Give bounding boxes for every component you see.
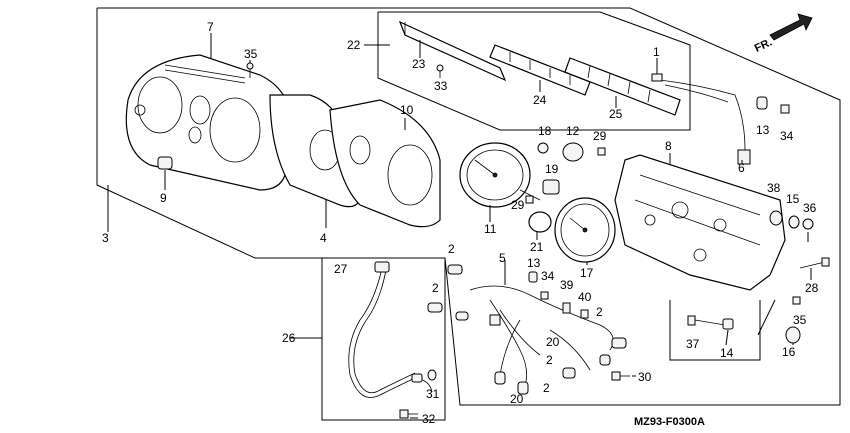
trip-knob-part: [562, 142, 584, 162]
gauge-part-21: [528, 211, 552, 233]
screw-part-34-top: [780, 104, 790, 114]
callout-23: 23: [412, 57, 426, 71]
callout-7: 7: [207, 20, 214, 34]
callout-3: 3: [102, 231, 109, 245]
callout-16: 16: [782, 345, 796, 359]
screw-part-33: [436, 64, 444, 78]
screw-part-top: [246, 62, 254, 78]
callout-2-right: 2: [596, 305, 603, 319]
callout-11: 11: [484, 222, 497, 236]
callout-4: 4: [320, 231, 327, 245]
callout-34-top: 34: [780, 129, 794, 143]
lamp-part-19: [542, 179, 560, 195]
callout-2-mid: 2: [546, 353, 553, 367]
indicator-board-25: [564, 57, 681, 116]
leader-lines: [107, 33, 812, 419]
assembly-outline-bracket-group: [669, 300, 761, 361]
callout-20-top: 20: [546, 335, 560, 349]
grommet-part-16: [785, 326, 801, 344]
diagram-reference-code: MZ93-F0300A: [634, 416, 705, 428]
callout-27: 27: [334, 262, 348, 276]
bulb-part-13-lower: [528, 271, 538, 283]
bolt-part-37: [687, 315, 726, 326]
front-direction-label: FR.: [753, 36, 774, 54]
nut-part-36: [802, 218, 814, 230]
callout-labels: 7 35 22 23 33 24 25 1 6 13 34 10 9 4 3 1…: [102, 20, 819, 426]
callout-1: 1: [653, 45, 660, 59]
cushion-part-38: [769, 210, 783, 226]
callout-2-bottom: 2: [543, 381, 550, 395]
callout-21: 21: [530, 240, 544, 254]
meter-case-rear-part: [614, 154, 786, 291]
callout-22: 22: [347, 38, 361, 52]
callout-29-top: 29: [593, 129, 607, 143]
callout-37: 37: [686, 337, 700, 351]
screw-part-32: [399, 409, 418, 419]
main-harness-part: [427, 264, 627, 395]
callout-18: 18: [538, 124, 552, 138]
bolt-part-28: [799, 257, 830, 269]
screw-part-34-lower: [540, 291, 549, 300]
callout-13-lower: 13: [527, 256, 541, 270]
indicator-board-23: [398, 20, 507, 82]
callout-19: 19: [545, 162, 559, 176]
ring-part-31: [427, 369, 437, 381]
callout-15: 15: [786, 192, 800, 206]
callout-35-top: 35: [244, 47, 258, 61]
speedometer-cable-part: [348, 261, 433, 398]
front-direction-arrow: FR.: [753, 13, 813, 55]
callout-29-bottom: 29: [511, 198, 525, 212]
callout-9: 9: [160, 191, 167, 205]
assembly-outline-main: [96, 7, 841, 406]
callout-8: 8: [665, 139, 672, 153]
callout-33: 33: [434, 79, 448, 93]
washer-part-15: [788, 215, 800, 229]
washer-part-18: [537, 142, 549, 154]
callout-34-lower: 34: [541, 269, 555, 283]
callout-17: 17: [580, 266, 594, 280]
speedometer-part: [459, 142, 541, 208]
callout-12: 12: [566, 124, 580, 138]
grommet-part: [157, 156, 173, 170]
callout-30: 30: [638, 370, 652, 384]
callout-24: 24: [533, 93, 547, 107]
callout-36: 36: [803, 201, 817, 215]
callout-10: 10: [400, 103, 414, 117]
tachometer-part: [554, 197, 616, 263]
assembly-outline-cable-group: [321, 258, 446, 421]
meter-case-part: [329, 99, 441, 228]
callout-2-top: 2: [448, 242, 455, 256]
callout-35-bottom: 35: [793, 313, 807, 327]
screw-part-30: [611, 371, 630, 381]
screw-part-35-bottom: [792, 296, 801, 305]
bulb-part-13-top: [756, 96, 768, 110]
callout-2-left: 2: [432, 281, 439, 295]
assembly-outline-bulb-group: [377, 11, 691, 131]
callout-26: 26: [282, 331, 296, 345]
callout-25: 25: [609, 107, 623, 121]
callout-40: 40: [578, 290, 592, 304]
clip-part-39: [562, 302, 571, 314]
callout-20-bottom: 20: [510, 392, 524, 406]
screw-part-40: [580, 309, 589, 319]
callout-38: 38: [767, 181, 781, 195]
callout-28: 28: [805, 281, 819, 295]
collar-part-14: [722, 318, 734, 330]
sub-harness-part: [651, 73, 751, 165]
meter-visor-part: [125, 54, 291, 191]
callout-39: 39: [560, 278, 574, 292]
screw-part-29-top: [597, 147, 606, 156]
callout-13-top: 13: [756, 123, 770, 137]
screw-part-29-bottom: [525, 195, 534, 204]
callout-14: 14: [720, 346, 734, 360]
callout-32: 32: [422, 412, 436, 426]
callout-5: 5: [499, 251, 506, 265]
indicator-board-24: [489, 44, 591, 96]
callout-6: 6: [738, 161, 745, 175]
callout-31: 31: [426, 387, 440, 401]
